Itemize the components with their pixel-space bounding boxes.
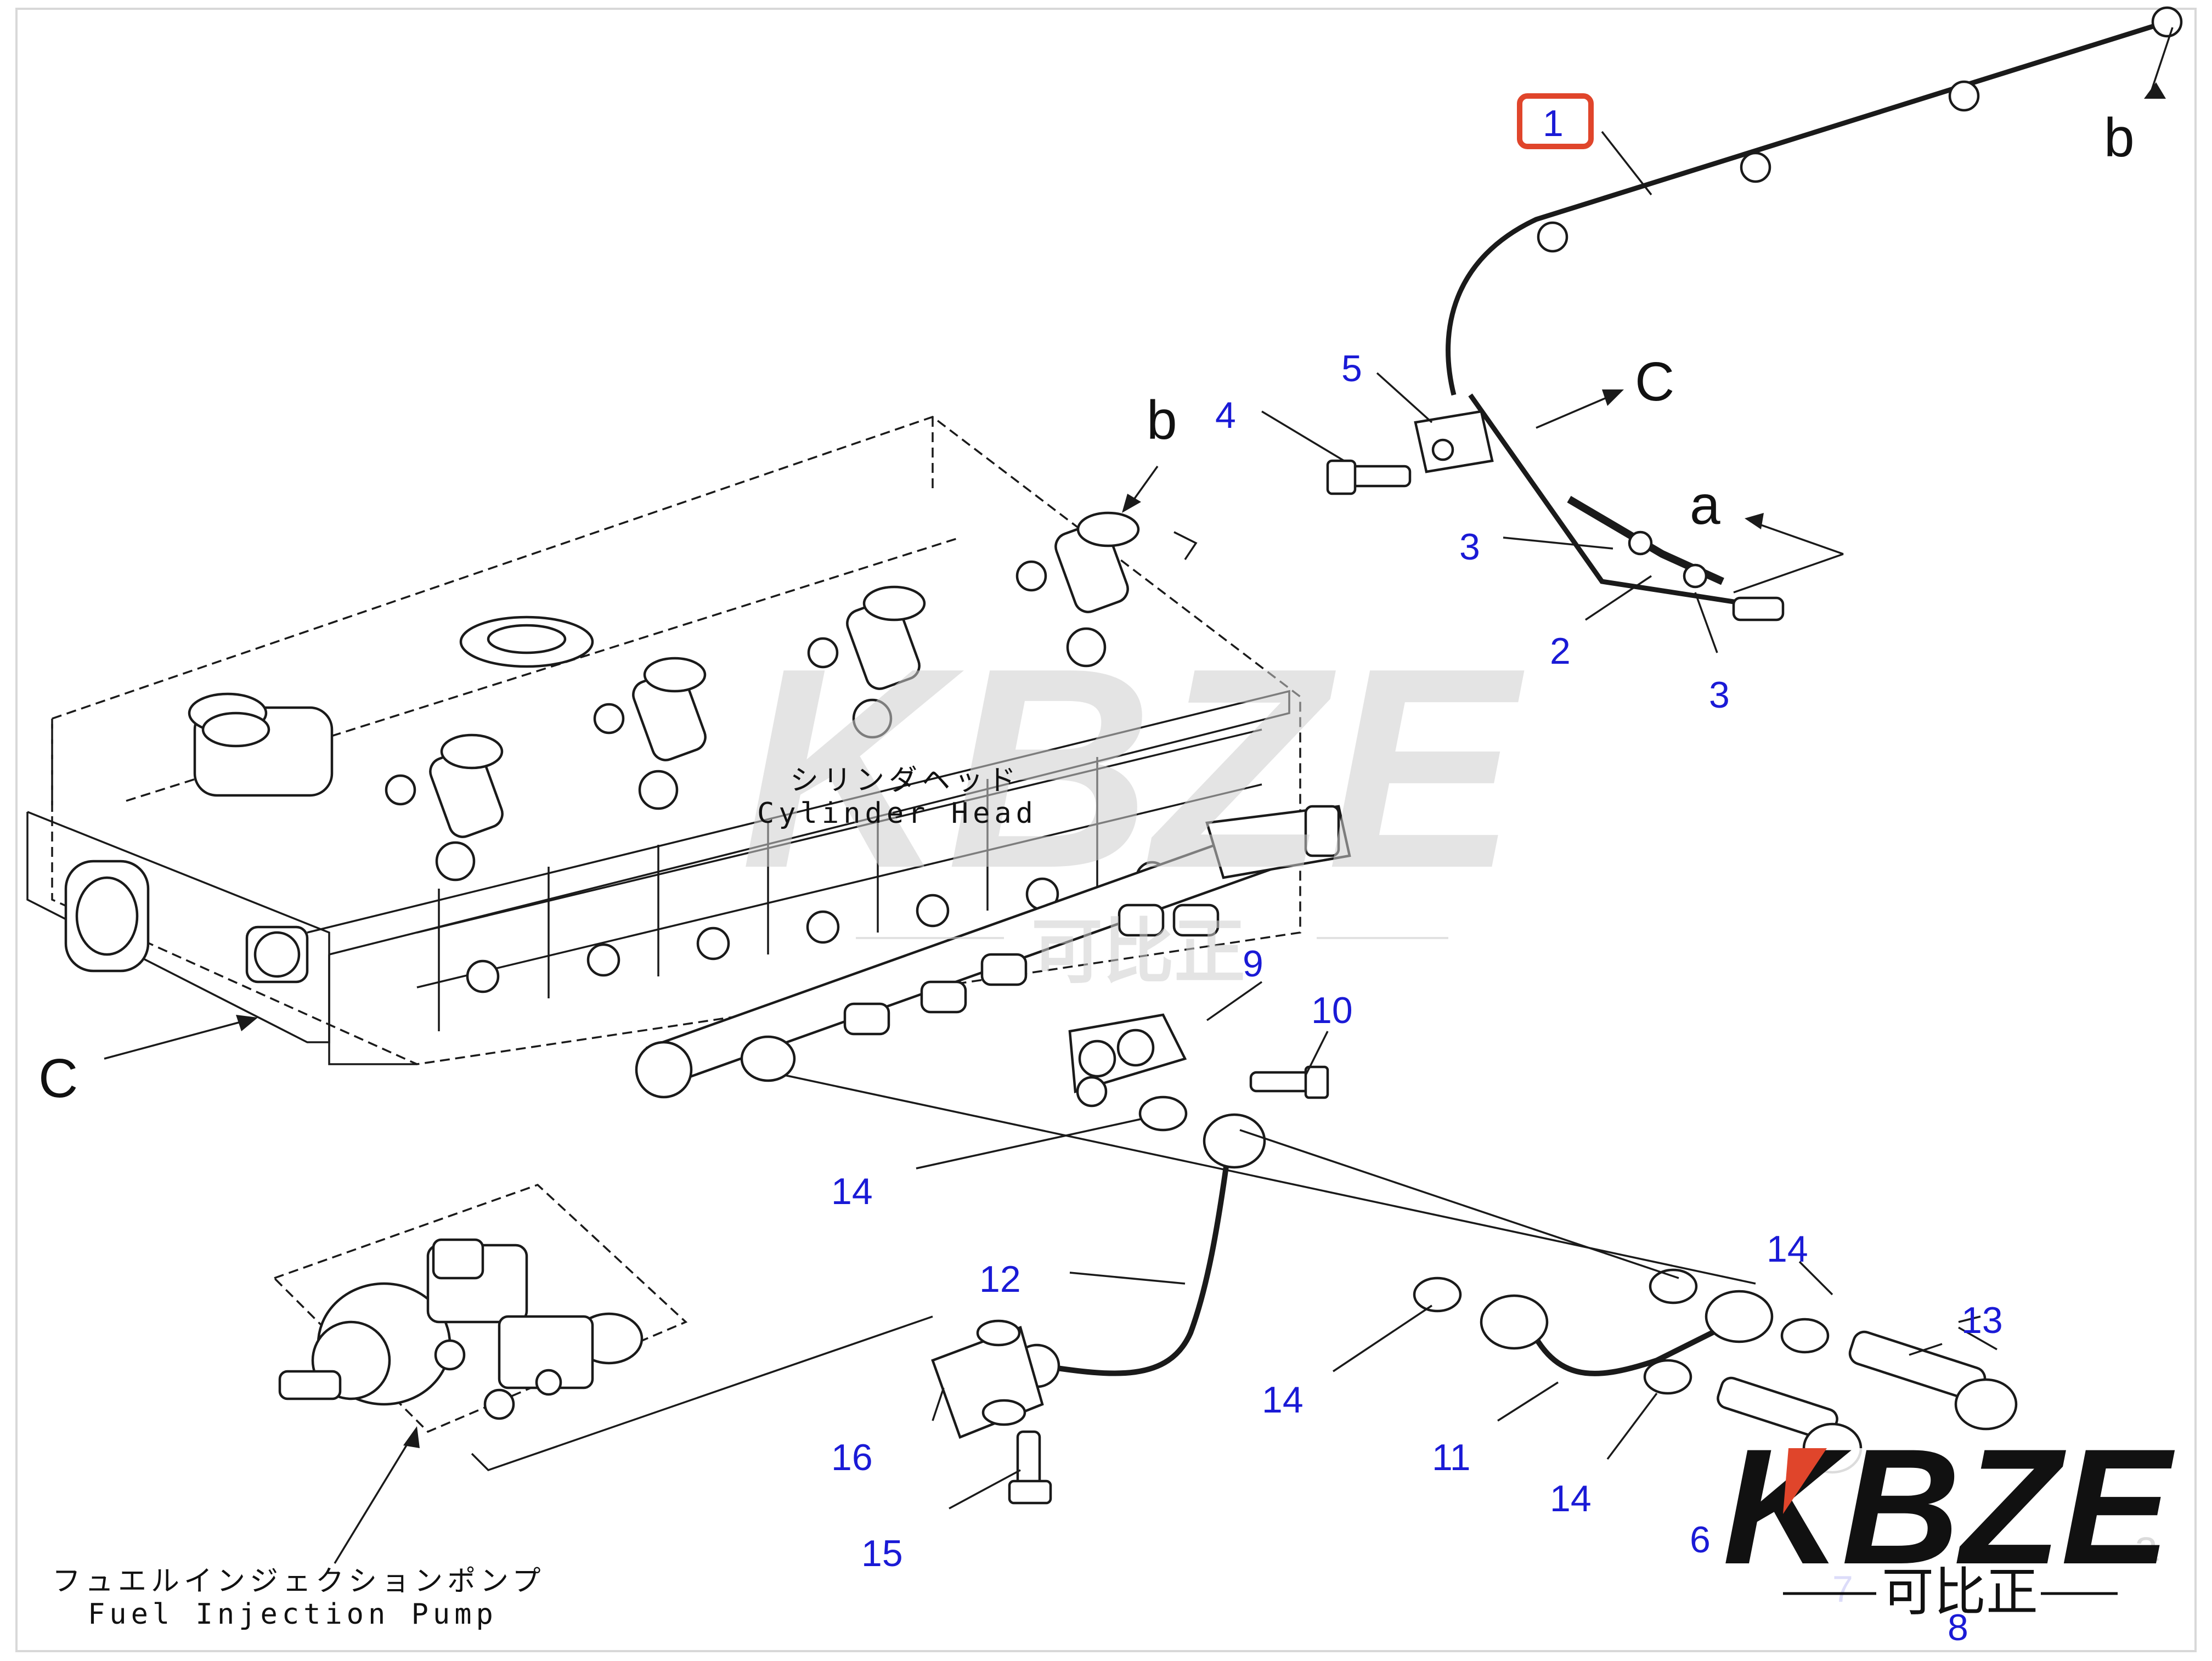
part-16-bracket bbox=[931, 1319, 1044, 1439]
callout-14-middle: 14 bbox=[1262, 1379, 1304, 1421]
common-rail bbox=[635, 805, 1351, 1099]
watermark-center: KBZE 可比正 bbox=[741, 609, 1527, 992]
callout-6: 6 bbox=[1690, 1519, 1711, 1561]
logo-chinese-text: 可比正 bbox=[1882, 1562, 2038, 1623]
callout-14-left: 14 bbox=[831, 1171, 873, 1212]
callout-15: 15 bbox=[861, 1533, 903, 1574]
part-15-bolt bbox=[1008, 1430, 1052, 1505]
callout-14-lower: 14 bbox=[1550, 1478, 1592, 1519]
reference-arrows bbox=[104, 27, 2174, 1564]
callout-13: 13 bbox=[1961, 1300, 2003, 1341]
part-10-bolt bbox=[1249, 1065, 1329, 1099]
part-2-hose bbox=[1567, 495, 1785, 622]
logo-brand-text: KBZE bbox=[1723, 1414, 2176, 1598]
ref-letter-b-top: b bbox=[2104, 107, 2135, 168]
ref-letter-c-right: C bbox=[1635, 351, 1674, 413]
callout-14-right: 14 bbox=[1767, 1228, 1808, 1270]
injector-3 bbox=[807, 585, 926, 739]
callout-5: 5 bbox=[1341, 348, 1362, 389]
diagram-frame bbox=[15, 8, 2197, 1652]
part-11-pipe bbox=[1480, 1290, 1774, 1376]
callout-11: 11 bbox=[1432, 1437, 1471, 1478]
injector-1 bbox=[385, 733, 504, 882]
logo-accent-icon bbox=[1783, 1448, 1827, 1514]
callout-8: 8 bbox=[1948, 1607, 1968, 1648]
watermark-brand-text: KBZE bbox=[741, 609, 1527, 928]
callout-3-upper: 3 bbox=[1459, 526, 1480, 568]
callout-4: 4 bbox=[1215, 394, 1236, 436]
part-13-bolt bbox=[1848, 1330, 2018, 1431]
ref-letter-a: a bbox=[1690, 474, 1720, 536]
callout-12: 12 bbox=[979, 1258, 1021, 1300]
fuel-pump-label-en: Fuel Injection Pump bbox=[88, 1598, 498, 1631]
injector-2 bbox=[593, 657, 707, 810]
leader-lines bbox=[784, 131, 1997, 1510]
part-4-bolt bbox=[1326, 459, 1412, 495]
fuel-injection-pump bbox=[272, 1183, 933, 1472]
callout-16: 16 bbox=[831, 1437, 873, 1478]
part-5-clamp bbox=[1414, 410, 1494, 473]
callout-2: 2 bbox=[1550, 630, 1571, 672]
ref-letter-c-left: C bbox=[38, 1048, 78, 1109]
callout-1: 1 bbox=[1543, 103, 1564, 144]
washers-14 bbox=[1138, 1095, 1830, 1395]
cylinder-head-label-jp: シリンダヘッド bbox=[790, 764, 1020, 797]
cylinder-head-label-en: Cylinder Head bbox=[757, 797, 1037, 830]
fuel-pump-label-jp: フュエルインジェクションポンプ bbox=[52, 1565, 545, 1598]
callout-10: 10 bbox=[1311, 990, 1353, 1031]
injector-4 bbox=[1015, 511, 1198, 668]
kbze-logo: KBZE 可比正 bbox=[1723, 1414, 2194, 1623]
watermark-chinese-text: 可比正 bbox=[1031, 912, 1245, 992]
ref-letter-b-mid: b bbox=[1147, 389, 1177, 451]
cylinder-head-outline bbox=[26, 416, 1301, 1065]
callout-1-highlight-box bbox=[1517, 93, 1594, 149]
callout-3-lower: 3 bbox=[1709, 674, 1730, 716]
callout-9: 9 bbox=[1243, 943, 1263, 985]
part-12-pipe bbox=[1013, 1113, 1266, 1388]
part-9-spacer bbox=[1068, 1013, 1187, 1108]
